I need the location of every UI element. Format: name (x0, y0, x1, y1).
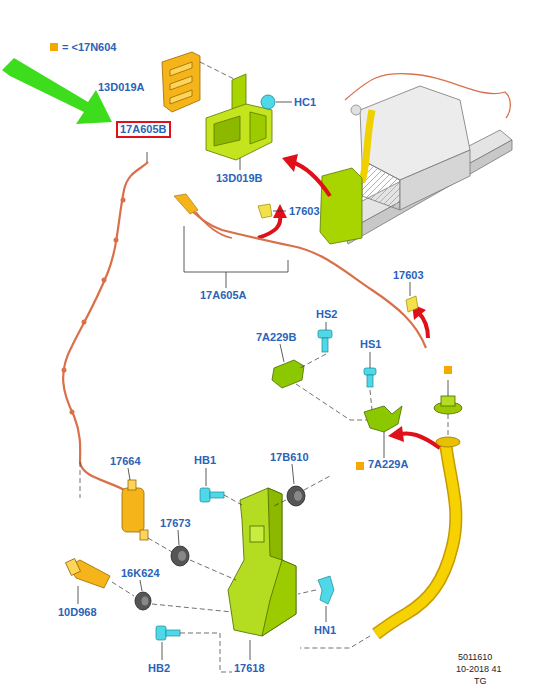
callout-number: 17A605A (200, 289, 246, 302)
drawing-reference: TG (474, 676, 487, 687)
callout-number: HB2 (148, 662, 170, 675)
callout-number: 17A605B (120, 123, 167, 136)
callout-number: 17618 (234, 662, 265, 675)
legend-swatch (50, 43, 58, 51)
callout-number: HS2 (316, 308, 337, 321)
clip-17603 (258, 204, 272, 218)
callout-number: 17B610 (270, 451, 309, 464)
callout-number: 7A229B (256, 331, 296, 344)
callout-number: HC1 (294, 96, 316, 109)
callout-number: 10D968 (58, 606, 97, 619)
callout-number: HN1 (314, 624, 336, 637)
filler-cap (434, 396, 462, 414)
callout-number: HS1 (360, 338, 381, 351)
reservoir-17618 (228, 488, 296, 636)
clip-hn1 (318, 576, 334, 604)
callout-number: 17603 (393, 269, 424, 282)
clip-17603 (406, 296, 418, 312)
grommet-17673 (171, 546, 189, 566)
filler-pipe (376, 446, 456, 634)
bracket-7a229a (364, 406, 402, 432)
bracket-13d019a (162, 52, 200, 112)
hose-17a605b (63, 162, 148, 492)
callout-number: 13D019B (216, 172, 262, 185)
callout-number: 16K624 (121, 567, 160, 580)
bracket-13d019b (206, 74, 272, 160)
screw-hs1 (364, 368, 376, 387)
screw-hb1 (200, 488, 224, 502)
callout-number: 17603 (289, 205, 320, 218)
callout-number: 17673 (160, 517, 191, 530)
pointer-arrow (2, 58, 112, 124)
direction-arrow (258, 162, 440, 448)
legend-text: = <17N604 (62, 41, 116, 54)
installed-filler-tube (362, 110, 372, 182)
drawing-reference: 5011610 (458, 652, 492, 663)
pump-17664 (122, 480, 148, 540)
highlighted-callout: 17A605B (116, 121, 171, 138)
callout-number: 7A229A (368, 458, 408, 471)
screw-hb2 (156, 626, 180, 640)
sensor-10d968 (66, 559, 110, 588)
grommet-17b610 (287, 486, 305, 506)
clip-7a229b (272, 360, 304, 388)
callout-number: 17664 (110, 455, 141, 468)
installed-reservoir (320, 168, 362, 244)
clip-hc1 (261, 95, 275, 109)
callout-number: HB1 (194, 454, 216, 467)
grommet-16k624 (135, 592, 151, 610)
callout-number: 13D019A (98, 81, 144, 94)
hose-17a605a (180, 200, 426, 348)
drawing-reference: 10-2018 41 (456, 664, 502, 675)
screw-hs2 (318, 330, 332, 352)
